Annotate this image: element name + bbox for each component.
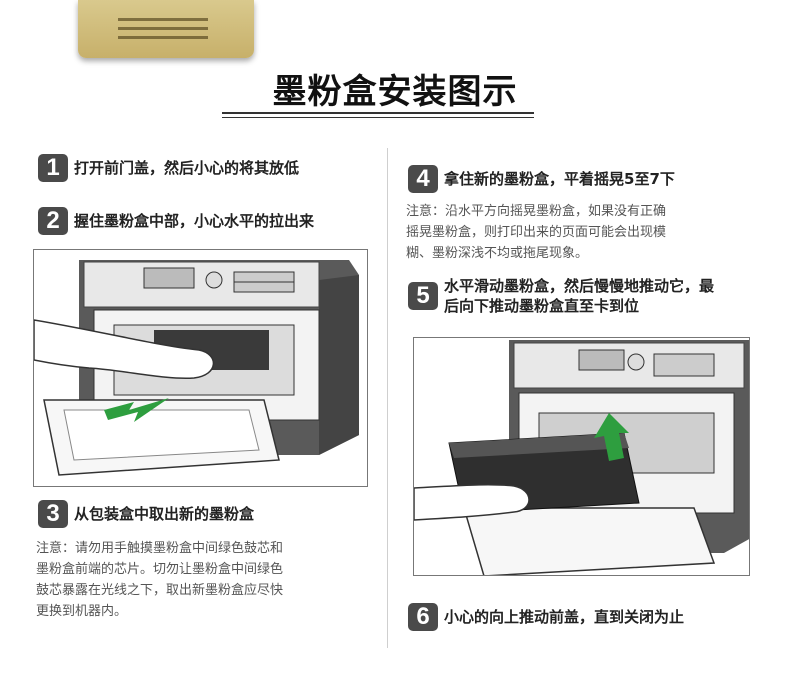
step-6-number: 6	[408, 603, 438, 631]
step-5: 5 水平滑动墨粉盒，然后慢慢地推动它，最 后向下推动墨粉盒直至卡到位	[408, 276, 714, 316]
step-5-text-line-2: 后向下推动墨粉盒直至卡到位	[444, 297, 640, 315]
step-3-text: 从包装盒中取出新的墨粉盒	[74, 505, 255, 523]
step-2-text: 握住墨粉盒中部，小心水平的拉出来	[74, 212, 315, 230]
step-6: 6 小心的向上推动前盖，直到关闭为止	[408, 603, 684, 631]
step-3-number: 3	[38, 500, 68, 528]
toner-package-image	[78, 0, 254, 58]
illustration-remove-toner	[33, 249, 368, 487]
step-3-note-line-3: 鼓芯暴露在光线之下，取出新墨粉盒应尽快	[36, 583, 284, 598]
step-1-number: 1	[38, 154, 68, 182]
illustration-insert-toner	[413, 337, 750, 576]
step-4-note-line-2: 摇晃墨粉盒，则打印出来的页面可能会出现模	[406, 225, 667, 240]
step-2: 2 握住墨粉盒中部，小心水平的拉出来	[38, 207, 314, 235]
step-4-note: 注意：沿水平方向摇晃墨粉盒，如果没有正确 摇晃墨粉盒，则打印出来的页面可能会出现…	[406, 201, 726, 264]
page-title: 墨粉盒安装图示	[272, 72, 518, 112]
step-4-number: 4	[408, 165, 438, 193]
title-underline-thin	[222, 117, 534, 118]
step-5-text-line-1: 水平滑动墨粉盒，然后慢慢地推动它，最	[444, 277, 715, 295]
step-3-note-line-4: 更换到机器内。	[36, 604, 128, 619]
column-divider	[387, 148, 388, 648]
step-3-note-line-1: 注意：请勿用手触摸墨粉盒中间绿色鼓芯和	[36, 541, 284, 556]
step-4: 4 拿住新的墨粉盒，平着摇晃5至7下	[408, 165, 675, 193]
step-4-note-line-1: 注意：沿水平方向摇晃墨粉盒，如果没有正确	[406, 204, 667, 219]
step-4-text: 拿住新的墨粉盒，平着摇晃5至7下	[444, 170, 675, 188]
step-3-note-line-2: 墨粉盒前端的芯片。切勿让墨粉盒中间绿色	[36, 562, 284, 577]
step-4-note-line-3: 糊、墨粉深浅不均或拖尾现象。	[406, 246, 589, 261]
step-6-text: 小心的向上推动前盖，直到关闭为止	[444, 608, 685, 626]
step-5-text: 水平滑动墨粉盒，然后慢慢地推动它，最 后向下推动墨粉盒直至卡到位	[444, 276, 714, 316]
step-1: 1 打开前门盖，然后小心的将其放低	[38, 154, 299, 182]
step-5-number: 5	[408, 282, 438, 310]
step-3: 3 从包装盒中取出新的墨粉盒	[38, 500, 254, 528]
step-2-number: 2	[38, 207, 68, 235]
title-underline	[222, 112, 534, 114]
step-1-text: 打开前门盖，然后小心的将其放低	[74, 159, 300, 177]
step-3-note: 注意：请勿用手触摸墨粉盒中间绿色鼓芯和 墨粉盒前端的芯片。切勿让墨粉盒中间绿色 …	[36, 538, 336, 622]
